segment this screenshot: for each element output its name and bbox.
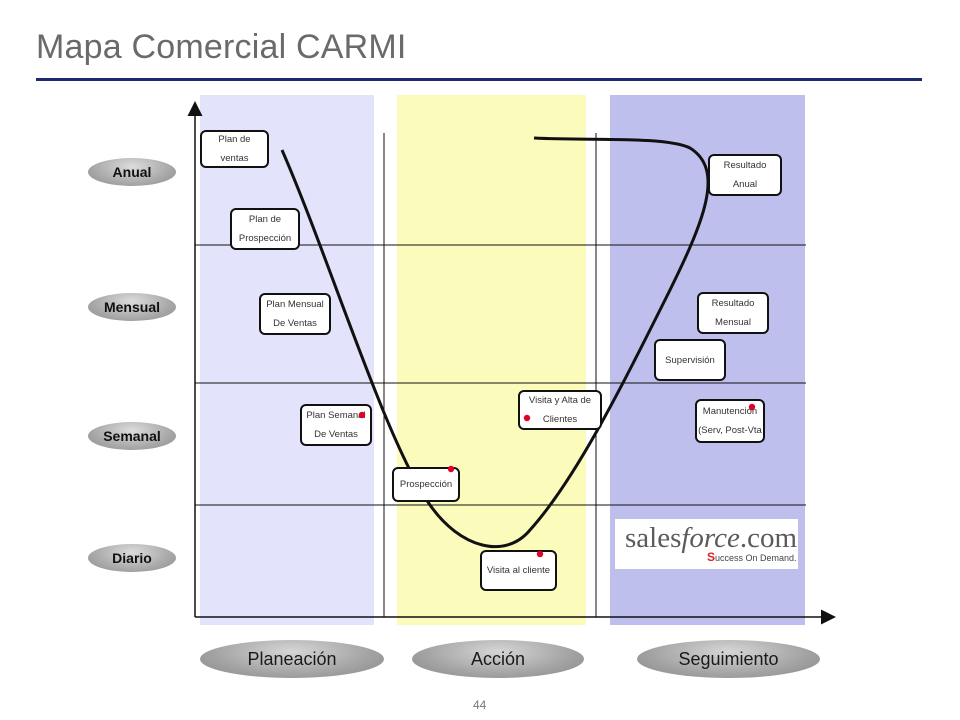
- box-resultado-mensual: Resultado Mensual: [697, 292, 769, 334]
- marker-dot-manutencion: [748, 403, 756, 411]
- column-planeacion-band: [200, 95, 374, 625]
- title-divider: [36, 78, 922, 81]
- box-visita-al-cliente: Visita al cliente: [480, 550, 557, 591]
- box-supervision: Supervisión: [654, 339, 726, 381]
- box-plan-de-prospeccion: Plan de Prospección: [230, 208, 300, 250]
- page-title: Mapa Comercial CARMI: [36, 28, 407, 66]
- column-label-accion: Acción: [412, 640, 584, 678]
- process-curve: [280, 136, 710, 548]
- row-label-mensual: Mensual: [88, 293, 176, 321]
- salesforce-logo-tagline: Success On Demand.: [707, 550, 797, 564]
- marker-dot-plan-semanal: [358, 411, 366, 419]
- row-label-semanal: Semanal: [88, 422, 176, 450]
- row-label-anual: Anual: [88, 158, 176, 186]
- column-label-seguimiento: Seguimiento: [637, 640, 820, 678]
- column-accion-band: [397, 95, 586, 625]
- column-label-planeacion: Planeación: [200, 640, 384, 678]
- box-plan-mensual: Plan Mensual De Ventas: [259, 293, 331, 335]
- row-label-diario: Diario: [88, 544, 176, 572]
- box-visita-y-alta: Visita y Alta de Clientes: [518, 390, 602, 430]
- salesforce-logo: salesforce.com Success On Demand.: [615, 519, 798, 569]
- box-resultado-anual: Resultado Anual: [708, 154, 782, 196]
- salesforce-logo-wordmark: salesforce.com: [625, 522, 798, 554]
- marker-dot-visita-alta: [523, 414, 531, 422]
- marker-dot-visita-cliente: [536, 550, 544, 558]
- box-prospeccion: Prospección: [392, 467, 460, 502]
- box-plan-de-ventas: Plan de ventas: [200, 130, 269, 168]
- box-plan-semanal: Plan Semanal De Ventas: [300, 404, 372, 446]
- page-number: 44: [473, 698, 487, 712]
- marker-dot-prospeccion: [447, 465, 455, 473]
